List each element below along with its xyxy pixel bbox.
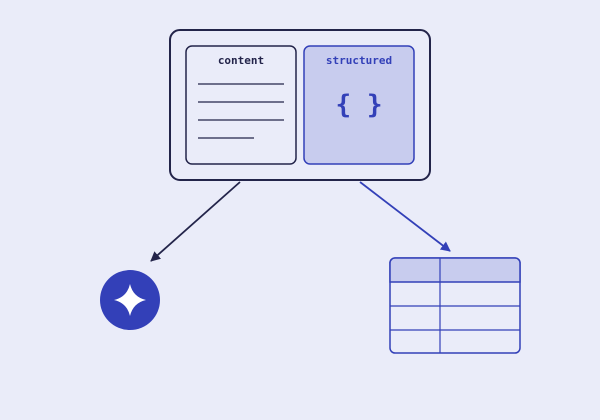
sparkle-output [100,270,160,330]
content-panel-box [185,45,297,165]
structured-panel: structured { } [303,45,415,165]
structured-panel-box [303,45,415,165]
json-braces-icon: { } [336,90,383,120]
arrow-to-table [359,181,451,252]
table-header [389,257,521,283]
text-lines-icon [198,83,284,139]
arrow-to-sparkle [150,181,241,262]
structured-label: structured [326,54,392,67]
sparkle-icon [114,284,146,316]
document-container [169,29,431,181]
table-icon [389,257,521,354]
content-panel: content [185,45,297,165]
content-label: content [218,54,264,67]
